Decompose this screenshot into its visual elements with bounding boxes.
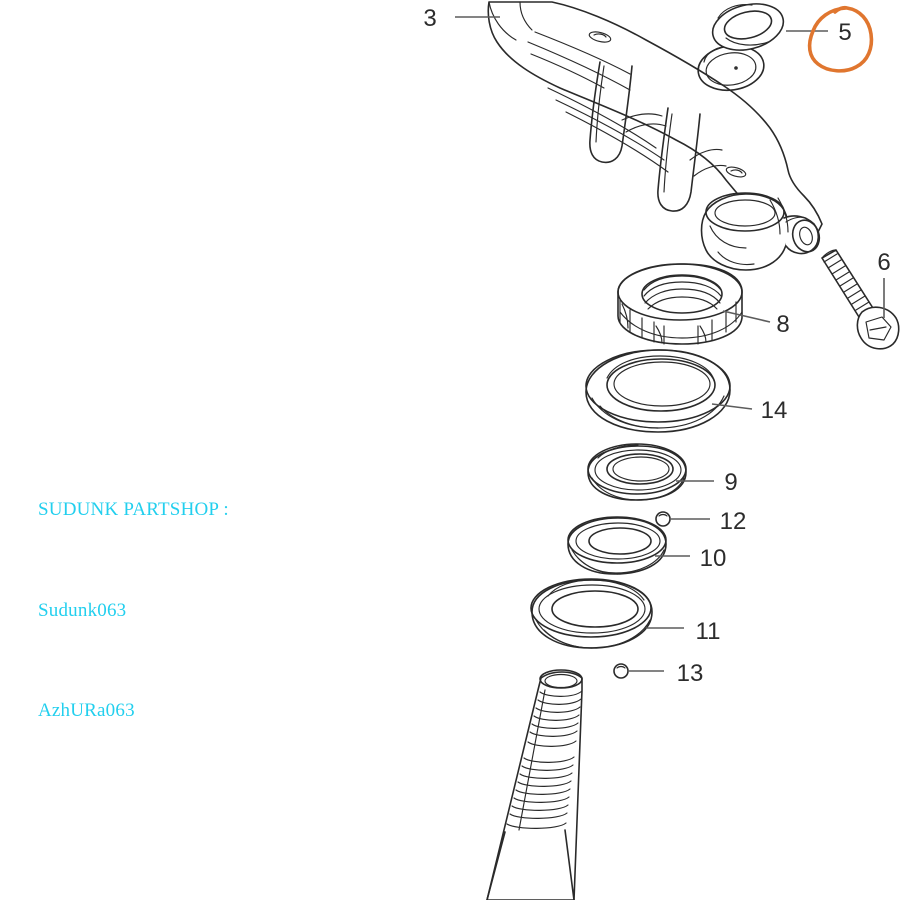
- watermark-line-1: SUDUNK PARTSHOP :: [38, 499, 229, 520]
- leader-line-14: [711, 403, 753, 410]
- part-washer-top: [711, 3, 785, 51]
- callout-label-10: 10: [700, 545, 727, 572]
- callout-label-9: 9: [724, 469, 737, 496]
- callout-label-11: 11: [696, 618, 721, 645]
- watermark-block: SUDUNK PARTSHOP : Sudunk063 AzhURa063: [38, 426, 229, 795]
- highlight-circle-around-5: [807, 5, 874, 73]
- part-pinch-bolt: [821, 249, 900, 350]
- part-race-inner: [567, 516, 667, 575]
- callout-label-14: 14: [761, 397, 788, 424]
- callout-label-8: 8: [776, 311, 789, 338]
- part-upper-bracket: [487, 1, 823, 271]
- callout-label-5: 5: [838, 19, 851, 46]
- part-dust-cover: [585, 349, 731, 433]
- callout-label-13: 13: [677, 660, 704, 687]
- part-stem-shaft: [486, 669, 583, 900]
- part-lock-nut: [617, 263, 743, 345]
- watermark-line-2: Sudunk063: [38, 599, 127, 621]
- leader-line-8: [722, 310, 771, 323]
- watermark-line-3: AzhURa063: [38, 700, 135, 721]
- callout-label-3: 3: [423, 5, 436, 32]
- part-washer-second: [734, 66, 738, 70]
- callout-label-6: 6: [877, 249, 890, 276]
- callout-label-12: 12: [720, 508, 747, 535]
- part-race-lower: [530, 578, 653, 649]
- part-race-upper: [587, 443, 687, 501]
